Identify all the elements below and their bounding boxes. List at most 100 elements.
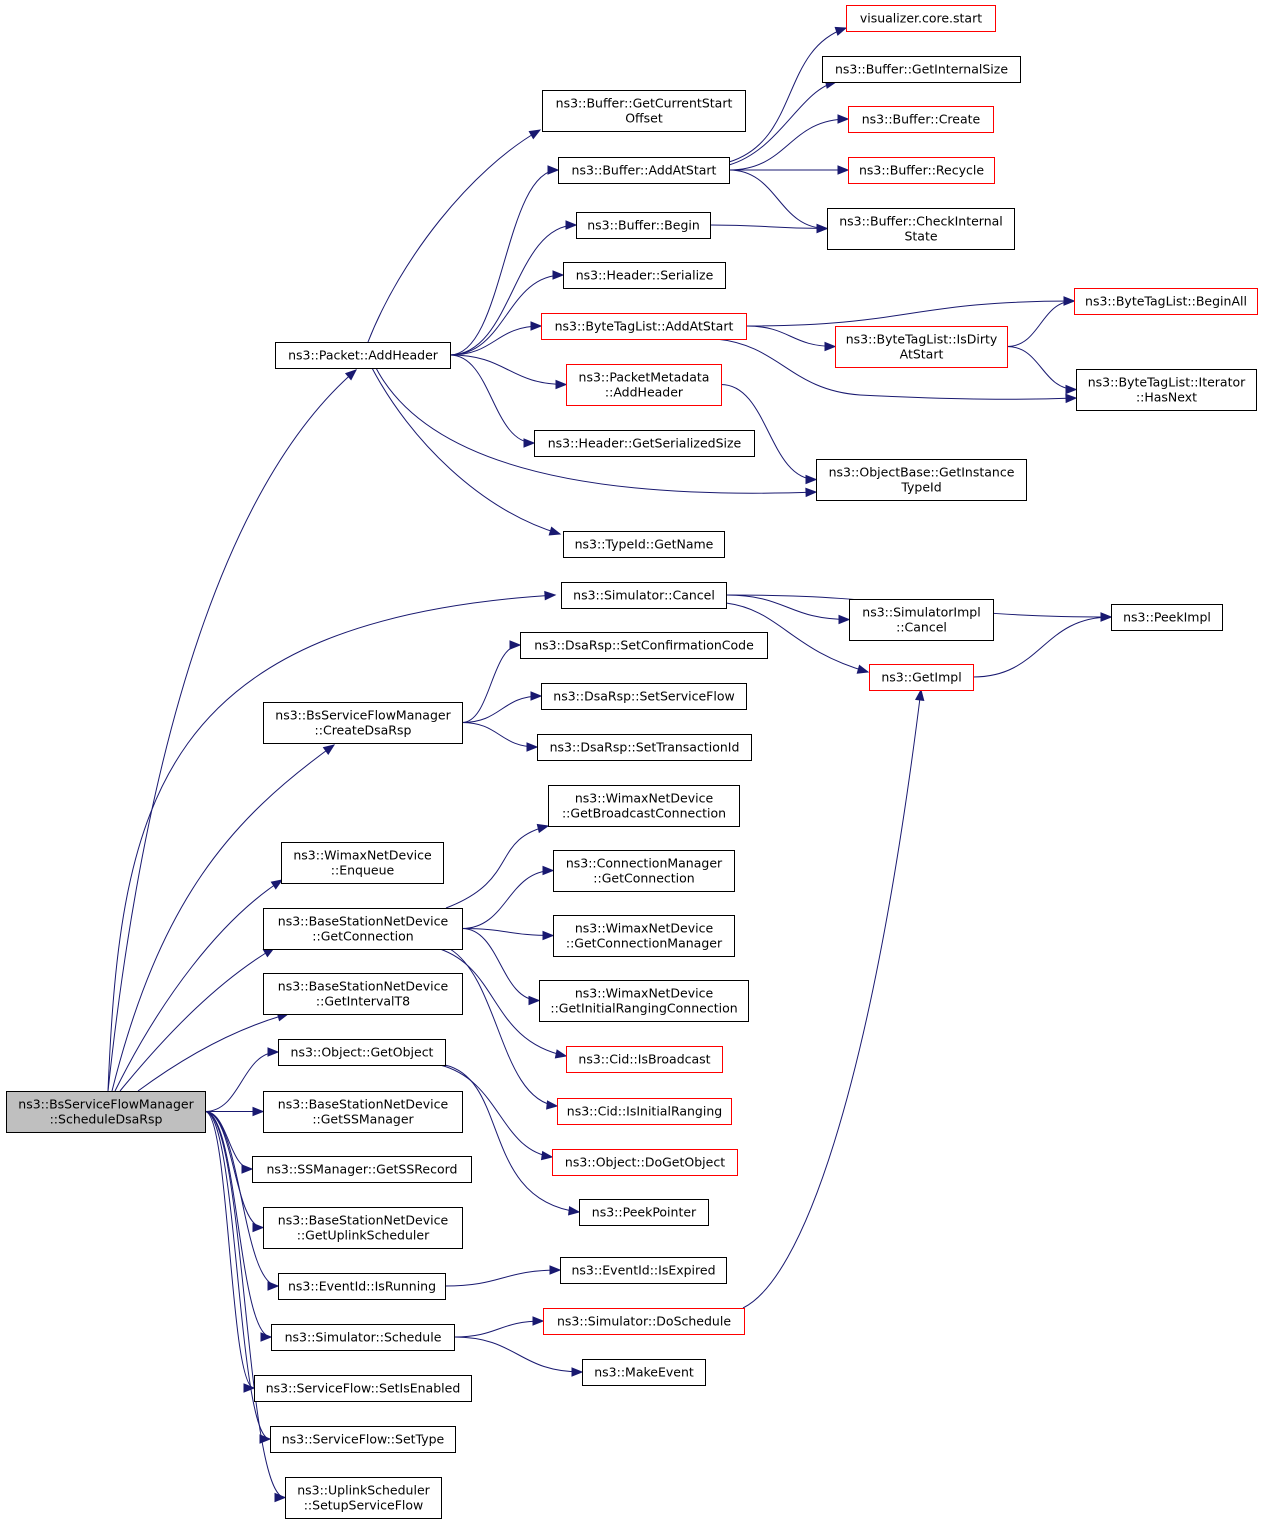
edge-n28-n32 [461,928,540,1001]
edge-n1-n6-arrowhead [530,321,543,331]
node-box [548,785,740,827]
node-box [579,1199,709,1226]
node-label: ::HasNext [1136,390,1197,405]
edge-n0-n47 [204,1111,255,1389]
edge-n0-n40-arrowhead [241,1164,254,1174]
graph-node-n1[interactable]: ns3::Packet::AddHeader [275,342,451,369]
graph-node-n44[interactable]: ns3::Simulator::Schedule [271,1324,455,1351]
graph-node-n36[interactable]: ns3::Object::GetObject [278,1039,446,1066]
graph-node-n32[interactable]: ns3::WimaxNetDevice::GetInitialRangingCo… [539,980,749,1022]
graph-node-n0[interactable]: ns3::BsServiceFlowManager::ScheduleDsaRs… [6,1091,206,1133]
graph-node-n3[interactable]: ns3::Buffer::AddAtStart [558,157,730,184]
edge-n3-n10-arrowhead [834,26,848,36]
graph-node-n47[interactable]: ns3::ServiceFlow::SetIsEnabled [254,1375,472,1402]
edge-n23-n24 [461,644,521,723]
node-box [557,1098,732,1125]
graph-node-n35[interactable]: ns3::BaseStationNetDevice::GetIntervalT8 [263,973,463,1015]
graph-node-n48[interactable]: ns3::ServiceFlow::SetType [270,1426,456,1453]
node-box [582,1359,706,1386]
graph-node-n19[interactable]: ns3::Simulator::Cancel [561,582,727,609]
graph-node-n26[interactable]: ns3::DsaRsp::SetTransactionId [537,734,752,761]
graph-node-n38[interactable]: ns3::PeekPointer [579,1199,709,1226]
node-label: ns3::Buffer::Create [862,112,981,127]
node-label: ::GetUplinkScheduler [297,1228,430,1243]
graph-node-n43[interactable]: ns3::EventId::IsExpired [560,1257,727,1284]
graph-node-n46[interactable]: ns3::MakeEvent [582,1359,706,1386]
edge-n36-n37-arrowhead [540,1150,554,1161]
node-label: ns3::DsaRsp::SetConfirmationCode [534,638,754,653]
graph-node-n7[interactable]: ns3::PacketMetadata::AddHeader [566,364,722,406]
graph-node-n10[interactable]: visualizer.core.start [846,5,996,32]
edge-n1-n9-arrowhead [548,526,562,536]
graph-node-n5[interactable]: ns3::Header::Serialize [563,262,726,289]
edge-n3-n14 [728,169,828,229]
node-box [278,1273,446,1300]
graph-node-n37[interactable]: ns3::Object::DoGetObject [552,1149,738,1176]
edge-n3-n10 [728,27,847,163]
node-label: ns3::WimaxNetDevice [575,921,714,936]
node-label: ns3::DsaRsp::SetServiceFlow [553,689,734,704]
graph-node-n20[interactable]: ns3::SimulatorImpl::Cancel [849,599,994,641]
graph-node-n12[interactable]: ns3::Buffer::Create [848,106,994,133]
node-box [263,702,463,744]
graph-node-n30[interactable]: ns3::ConnectionManager::GetConnection [553,850,735,892]
graph-node-n40[interactable]: ns3::SSManager::GetSSRecord [252,1156,472,1183]
graph-node-n13[interactable]: ns3::Buffer::Recycle [848,157,995,184]
graph-node-n25[interactable]: ns3::DsaRsp::SetServiceFlow [541,683,747,710]
graph-node-n31[interactable]: ns3::WimaxNetDevice::GetConnectionManage… [553,915,735,957]
node-label: ns3::EventId::IsRunning [288,1279,436,1294]
graph-node-n28[interactable]: ns3::BaseStationNetDevice::GetConnection [263,908,463,950]
node-label: ns3::Simulator::DoSchedule [557,1314,731,1329]
node-box [869,664,974,691]
graph-node-n39[interactable]: ns3::BaseStationNetDevice::GetSSManager [263,1091,463,1133]
graph-node-n23[interactable]: ns3::BsServiceFlowManager::CreateDsaRsp [263,702,463,744]
graph-node-n4[interactable]: ns3::Buffer::Begin [576,212,711,239]
edge-n0-n42-arrowhead [267,1281,280,1291]
node-label: ::GetBroadcastConnection [562,806,726,821]
graph-node-n11[interactable]: ns3::Buffer::GetInternalSize [822,56,1021,83]
graph-node-n24[interactable]: ns3::DsaRsp::SetConfirmationCode [520,632,768,659]
graph-node-n6[interactable]: ns3::ByteTagList::AddAtStart [541,313,747,340]
graph-node-n45[interactable]: ns3::Simulator::DoSchedule [543,1308,745,1335]
graph-node-n34[interactable]: ns3::Cid::IsInitialRanging [557,1098,732,1125]
edge-n0-n42 [204,1111,279,1287]
edge-n1-n5 [449,274,564,356]
edge-n3-n13-arrowhead [837,165,850,175]
node-label: ns3::Simulator::Schedule [285,1330,442,1345]
edge-n0-n19 [107,594,556,1092]
node-label: ns3::ObjectBase::GetInstance [829,465,1015,480]
graph-node-n49[interactable]: ns3::UplinkScheduler::SetupServiceFlow [285,1477,442,1519]
graph-node-n29[interactable]: ns3::WimaxNetDevice::GetBroadcastConnect… [548,785,740,827]
edge-n0-n27 [114,879,283,1092]
graph-node-n33[interactable]: ns3::Cid::IsBroadcast [566,1046,723,1073]
graph-node-n27[interactable]: ns3::WimaxNetDevice::Enqueue [281,842,444,884]
edge-n44-n46 [453,1336,583,1373]
edge-n15-n17 [1006,346,1077,390]
node-label: ns3::ByteTagList::IsDirty [846,332,998,347]
node-label: ns3::BsServiceFlowManager [275,708,451,723]
graph-node-n21[interactable]: ns3::PeekImpl [1111,604,1223,631]
edge-n1-n18 [375,367,817,494]
graph-node-n9[interactable]: ns3::TypeId::GetName [563,531,725,558]
edge-n42-n43 [444,1269,561,1287]
graph-node-n42[interactable]: ns3::EventId::IsRunning [278,1273,446,1300]
graph-node-n41[interactable]: ns3::BaseStationNetDevice::GetUplinkSche… [263,1207,463,1249]
edge-n42-n43-arrowhead [549,1265,562,1275]
node-box [541,683,747,710]
node-label: ::Cancel [896,620,947,635]
graph-node-n16[interactable]: ns3::ByteTagList::BeginAll [1074,288,1258,315]
edge-n19-n22-arrowhead [856,664,870,674]
node-label: ns3::Cid::IsBroadcast [578,1052,710,1067]
edge-n28-n29-arrowhead [536,823,550,834]
node-box [563,531,725,558]
node-label: ns3::Object::DoGetObject [565,1155,725,1170]
edge-n22-n21 [972,616,1112,678]
graph-node-n22[interactable]: ns3::GetImpl [869,664,974,691]
node-box [563,262,726,289]
graph-node-n8[interactable]: ns3::Header::GetSerializedSize [534,430,755,457]
graph-node-n17[interactable]: ns3::ByteTagList::Iterator::HasNext [1076,369,1257,411]
